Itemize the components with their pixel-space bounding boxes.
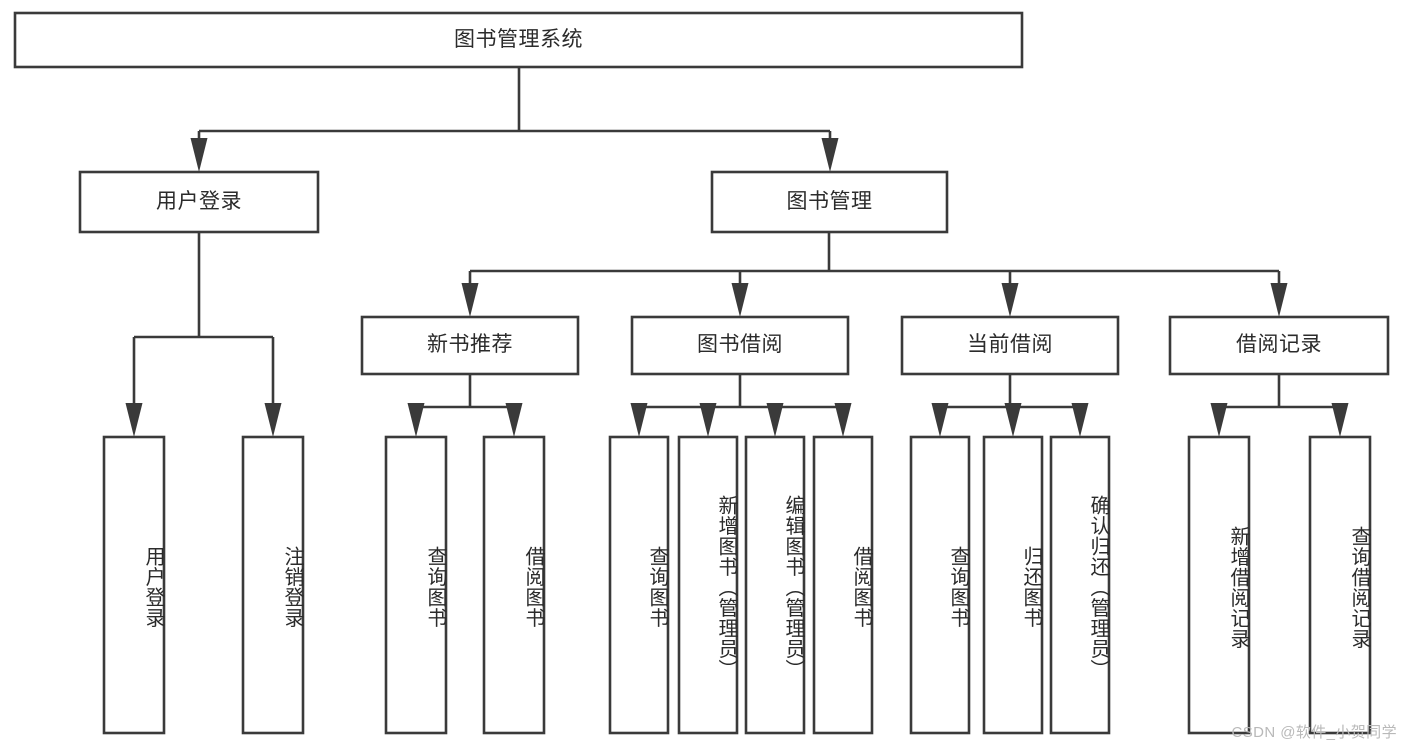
node-box-leaf-query-book-1[interactable] [384,435,448,735]
arrow-head-icon [821,138,839,172]
node-box-book-manage[interactable] [710,170,949,234]
arrow-head-icon [505,403,523,437]
watermark-text: CSDN @软件_小贺同学 [1231,724,1397,741]
arrow-head-icon [264,403,282,437]
node-box-borrow-record[interactable] [1168,315,1390,376]
node-box-leaf-borrow-book-1[interactable] [482,435,546,735]
connector-group-new-book-rec-to-leaves [407,374,523,437]
node-box-leaf-edit-book[interactable] [744,435,806,735]
arrow-head-icon [190,138,208,172]
arrow-head-icon [1001,283,1019,317]
node-box-new-book-rec[interactable] [360,315,580,376]
arrow-head-icon [699,403,717,437]
arrow-head-icon [931,403,949,437]
node-box-leaf-confirm-return[interactable] [1049,435,1111,735]
arrow-head-icon [461,283,479,317]
arrow-head-icon [1004,403,1022,437]
connector-group-user-login-to-leaves [125,232,282,437]
node-box-leaf-query-book-2[interactable] [608,435,670,735]
node-box-leaf-user-login[interactable] [102,435,166,735]
boxes-layer [13,11,1390,735]
node-box-root[interactable] [13,11,1024,69]
node-box-leaf-return-book[interactable] [982,435,1044,735]
connectors-layer [125,67,1349,437]
arrow-head-icon [766,403,784,437]
connector-group-book-borrow-to-leaves [630,374,852,437]
node-box-leaf-logout[interactable] [241,435,305,735]
connector-group-root-to-level1 [190,67,839,172]
arrow-head-icon [834,403,852,437]
arrow-head-icon [731,283,749,317]
arrow-head-icon [1071,403,1089,437]
node-box-book-borrow[interactable] [630,315,850,376]
node-box-leaf-query-book-3[interactable] [909,435,971,735]
connector-group-borrow-record-to-leaves [1210,374,1349,437]
connector-group-book-manage-to-level2 [461,232,1288,317]
node-box-leaf-add-book[interactable] [677,435,739,735]
node-box-user-login[interactable] [78,170,320,234]
arrow-head-icon [1210,403,1228,437]
arrow-head-icon [125,403,143,437]
arrow-head-icon [1331,403,1349,437]
node-box-current-borrow[interactable] [900,315,1120,376]
arrow-head-icon [407,403,425,437]
node-box-leaf-query-record[interactable] [1308,435,1372,735]
arrow-head-icon [1270,283,1288,317]
node-box-leaf-add-record[interactable] [1187,435,1251,735]
node-box-leaf-borrow-book-2[interactable] [812,435,874,735]
connector-group-current-borrow-to-leaves [931,374,1089,437]
arrow-head-icon [630,403,648,437]
